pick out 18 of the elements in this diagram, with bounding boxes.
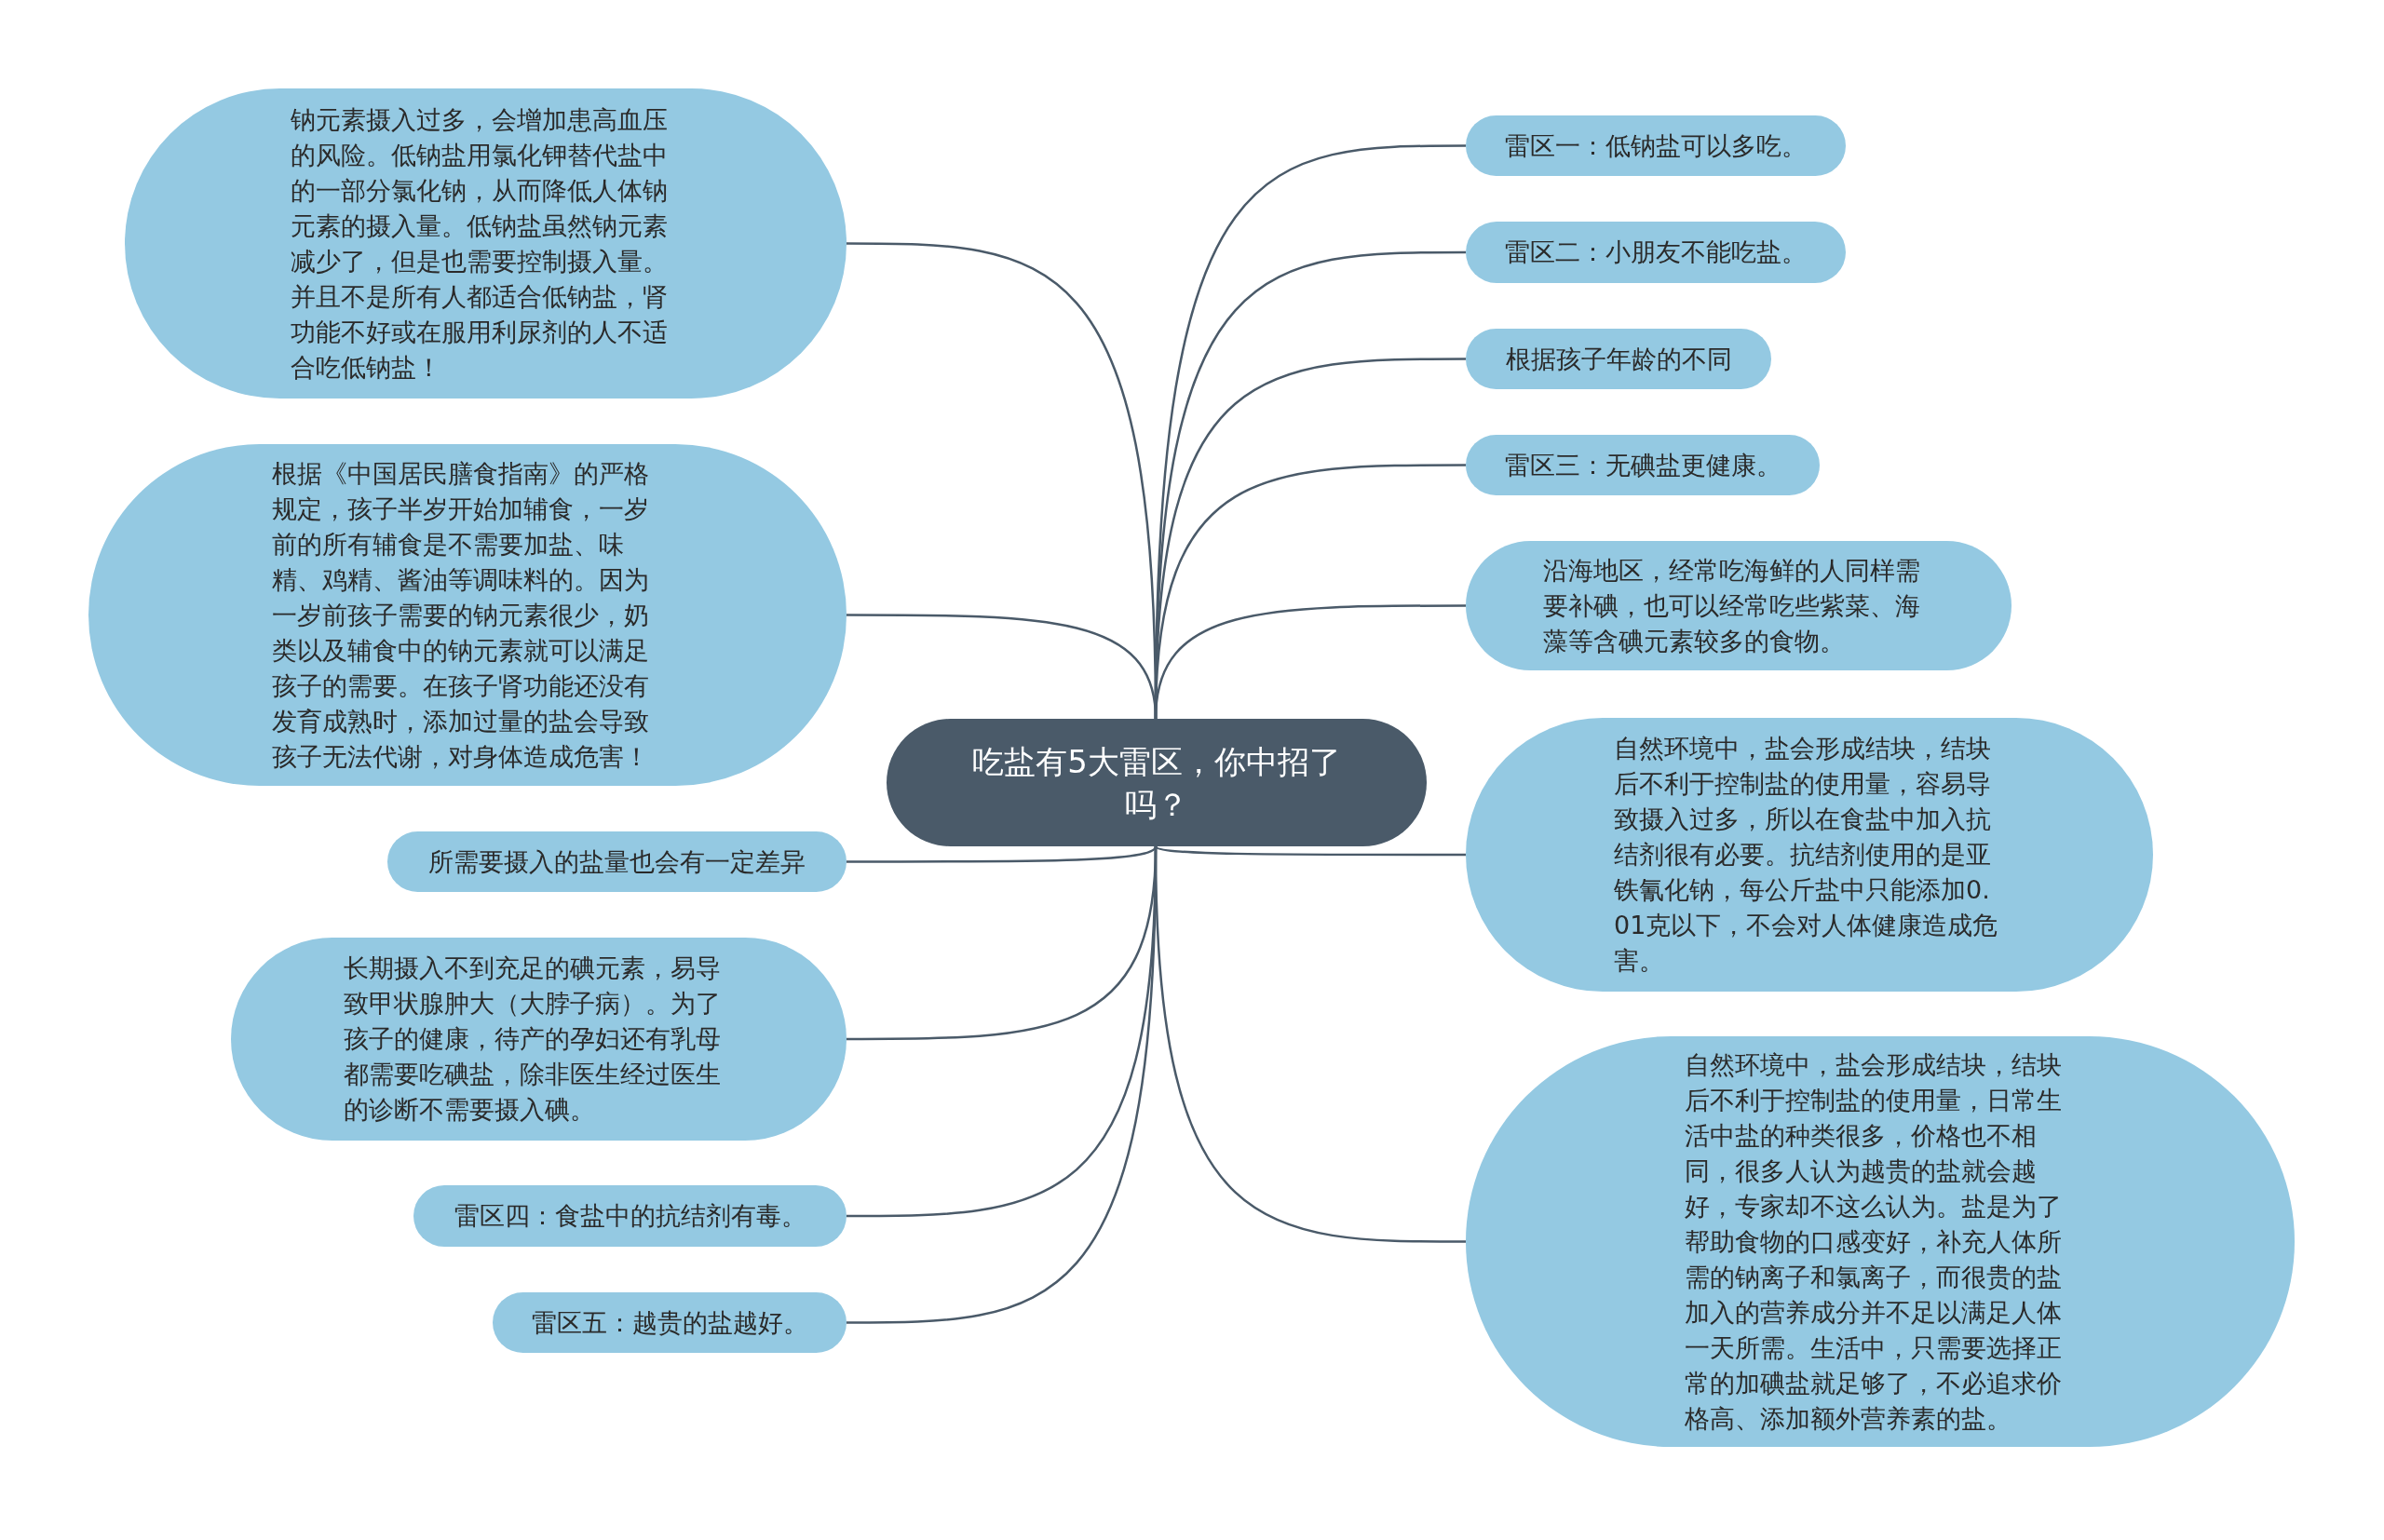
- connector-line: [1155, 845, 1466, 857]
- topic-text: 自然环境中，盐会形成结块，结块后不利于控制盐的使用量，日常生活中盐的种类很多，价格也不相同，很多人认为越贵的盐就会越好，专家却不这么认为。盐是为了帮助食物的口感变好，补充人体所需的钠离子和氯离子，而很贵的盐加入的营养成分并不足以满足人体一天所需。生活中，只需要选择正常的加碘盐就足够了，不必追求价格高、添加额外营养素的盐。: [1685, 1048, 2063, 1435]
- topic-text: 雷区五：越贵的盐越好。: [531, 1306, 808, 1339]
- topic-text: 所需要摄入的盐量也会有一定差异: [428, 845, 806, 878]
- topic-text: 根据孩子年龄的不同: [1505, 343, 1732, 375]
- topic-text: 雷区四：食盐中的抗结剂有毒。: [454, 1200, 806, 1232]
- topic-text: 自然环境中，盐会形成结块，结块后不利于控制盐的使用量，容易导致摄入过多，所以在食盐中加入抗结剂很有必要。抗结剂使用的是亚铁氰化钠，每公斤盐中只能添加0.01克以下，不会对人体健康造成危害。: [1614, 733, 1999, 977]
- topic-text: 根据《中国居民膳食指南》的严格规定，孩子半岁开始加辅食，一岁前的所有辅食是不需要加盐、味精、鸡精、酱油等调味料的。因为一岁前孩子需要的钠元素很少，奶类以及辅食中的钠元素就可以满足孩子的需要。在孩子肾功能还没有发育成熟时，添加过量的盐会导致孩子无法代谢，对身体造成危害！: [272, 457, 650, 773]
- connector-line: [847, 845, 1158, 863]
- topic-text: 长期摄入不到充足的碘元素，易导致甲状腺肿大（大脖子病）。为了孩子的健康，待产的孕妇还有乳母都需要吃碘盐，除非医生经过医生的诊断不需要摄入碘。: [343, 952, 722, 1126]
- topic-text: 钠元素摄入过多，会增加患高血压的风险。低钠盐用氯化钾替代盐中的一部分氯化钠，从而降低人体钠元素的摄入量。低钠盐虽然钠元素减少了，但是也需要控制摄入量。并且不是所有人都适合低钠盐，肾功能不好或在服用利尿剂的人不适合吃低钠盐！: [290, 103, 669, 384]
- topic-text: 雷区二：小朋友不能吃盐。: [1505, 236, 1807, 268]
- topic-text: 雷区三：无碘盐更健康。: [1504, 449, 1781, 481]
- topic-text: 雷区一：低钠盐可以多吃。: [1505, 129, 1807, 162]
- connector-line: [847, 845, 1158, 1324]
- topic-text: 沿海地区，经常吃海鲜的人同样需要补碘，也可以经常吃些紫菜、海藻等含碘元素较多的食物。: [1543, 554, 1921, 657]
- central-topic-text: 吃盐有5大雷区，你中招了吗？: [971, 741, 1342, 825]
- connector-line: [847, 614, 1158, 720]
